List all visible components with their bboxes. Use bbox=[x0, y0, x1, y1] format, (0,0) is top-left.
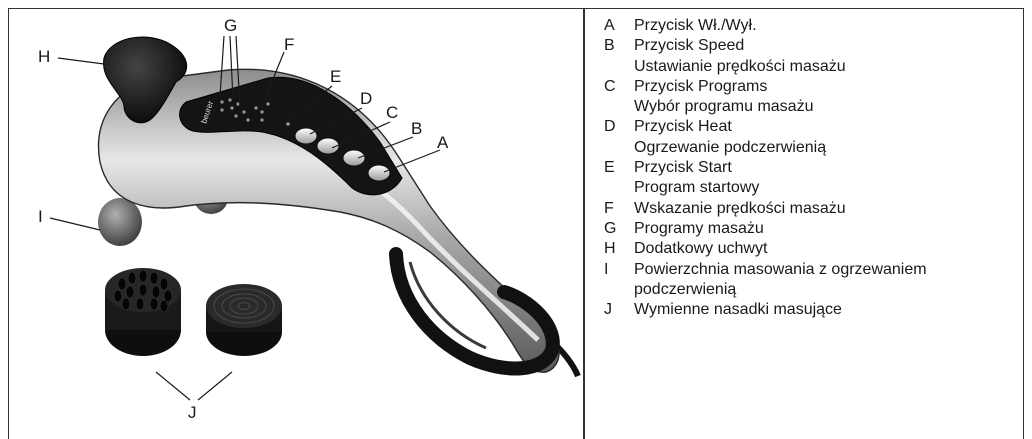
legend-description: podczerwienią bbox=[634, 280, 1016, 300]
legend-letter: C bbox=[604, 77, 634, 97]
legend-letter: A bbox=[604, 16, 634, 36]
legend-item-D-desc: Ogrzewanie podczerwienią bbox=[604, 138, 1016, 158]
callout-G: G bbox=[224, 16, 237, 35]
legend-item-B-desc: Ustawianie prędkości masażu bbox=[604, 57, 1016, 77]
start-indicator bbox=[286, 122, 290, 126]
massage-head-left bbox=[98, 198, 142, 246]
legend-text: Przycisk Speed bbox=[634, 36, 1016, 56]
legend-letter: G bbox=[604, 219, 634, 239]
legend-text: Powierzchnia masowania z ogrzewaniem bbox=[634, 260, 1016, 280]
smooth-attachment bbox=[206, 284, 282, 356]
callout-B: B bbox=[411, 119, 422, 138]
legend-text: Przycisk Wł./Wył. bbox=[634, 16, 1016, 36]
spiked-attachment bbox=[105, 268, 181, 356]
legend-letter: D bbox=[604, 117, 634, 137]
legend-description: Program startowy bbox=[634, 178, 1016, 198]
legend-description: Ogrzewanie podczerwienią bbox=[634, 138, 1016, 158]
legend-item-C-desc: Wybór programu masażu bbox=[604, 97, 1016, 117]
legend-text: Przycisk Heat bbox=[634, 117, 1016, 137]
legend-letter: J bbox=[604, 300, 634, 320]
legend-text: Dodatkowy uchwyt bbox=[634, 239, 1016, 259]
legend-item-I-desc: podczerwienią bbox=[604, 280, 1016, 300]
legend-letter: H bbox=[604, 239, 634, 259]
column-divider bbox=[583, 8, 585, 439]
heat-button[interactable] bbox=[295, 128, 317, 144]
legend-description: Wybór programu masażu bbox=[634, 97, 1016, 117]
legend-text: Wskazanie prędkości masażu bbox=[634, 199, 1016, 219]
callout-E: E bbox=[330, 67, 341, 86]
callout-H: H bbox=[38, 47, 50, 66]
legend-text: Wymienne nasadki masujące bbox=[634, 300, 1016, 320]
callout-D: D bbox=[360, 89, 372, 108]
legend-letter: F bbox=[604, 199, 634, 219]
callout-F: F bbox=[284, 35, 294, 54]
legend-letter: B bbox=[604, 36, 634, 56]
callout-A: A bbox=[437, 133, 449, 152]
power-button[interactable] bbox=[368, 165, 390, 181]
speed-button[interactable] bbox=[343, 150, 365, 166]
massager-illustration: beurer bbox=[10, 10, 582, 439]
callout-I: I bbox=[38, 207, 43, 226]
callout-J: J bbox=[188, 403, 197, 422]
legend-description: Ustawianie prędkości masażu bbox=[634, 57, 1016, 77]
legend-text: Programy masażu bbox=[634, 219, 1016, 239]
legend-item-E-desc: Program startowy bbox=[604, 178, 1016, 198]
legend-text: Przycisk Programs bbox=[634, 77, 1016, 97]
legend-letter: I bbox=[604, 260, 634, 280]
callout-C: C bbox=[386, 103, 398, 122]
legend-letter: E bbox=[604, 158, 634, 178]
legend-text: Przycisk Start bbox=[634, 158, 1016, 178]
